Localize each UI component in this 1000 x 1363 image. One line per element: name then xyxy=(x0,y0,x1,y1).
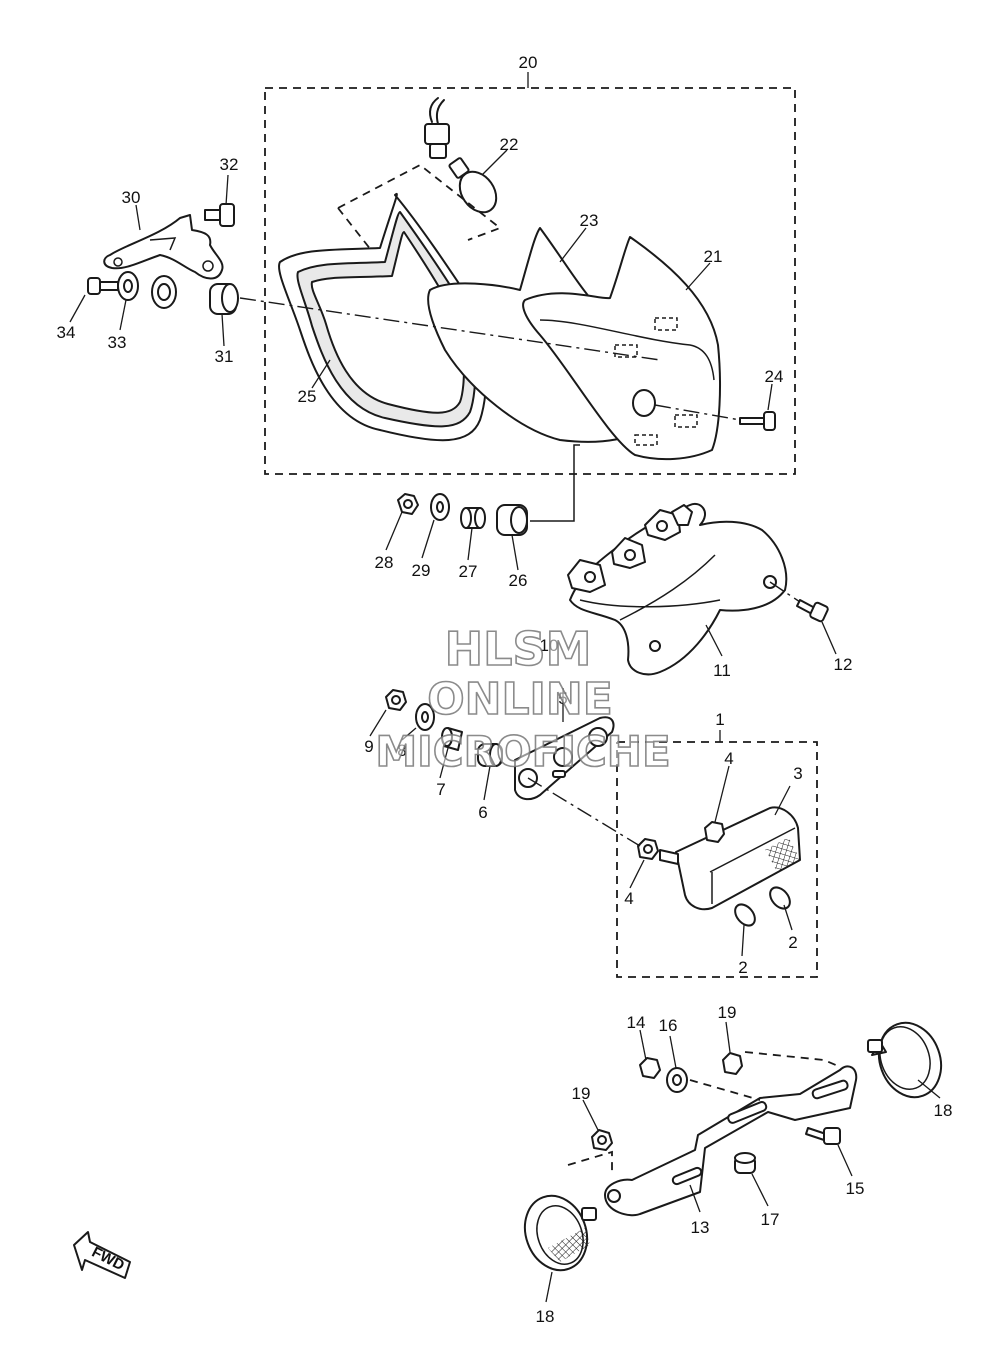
callout-25: 25 xyxy=(298,387,317,406)
fwd-arrow-icon: FWD xyxy=(73,1231,131,1279)
collar-33b xyxy=(151,275,177,309)
grommet-26 xyxy=(496,504,528,536)
callout-14: 14 xyxy=(627,1013,646,1032)
callout-28: 28 xyxy=(375,553,394,572)
assembly-20-box xyxy=(264,87,796,475)
callout-8: 8 xyxy=(397,741,406,760)
plug-17 xyxy=(734,1152,756,1174)
bulb-2 xyxy=(734,886,791,927)
watermark-line-1: HLSM xyxy=(445,622,592,676)
callout-19-left: 19 xyxy=(572,1084,591,1103)
callout-32: 32 xyxy=(220,155,239,174)
callout-10: 10 xyxy=(540,636,559,655)
callout-9: 9 xyxy=(364,737,373,756)
callout-27: 27 xyxy=(459,562,478,581)
callout-18-left: 18 xyxy=(536,1307,555,1326)
callout-21: 21 xyxy=(704,247,723,266)
washer-29 xyxy=(430,493,450,521)
grommet-31 xyxy=(209,283,239,315)
callout-16: 16 xyxy=(659,1016,678,1035)
callout-labels: 20 22 32 30 23 21 34 33 31 24 25 28 29 2… xyxy=(57,53,953,1326)
callout-17: 17 xyxy=(761,1210,780,1229)
nut-19-left xyxy=(591,1129,613,1151)
watermark-line-2: ONLINE xyxy=(427,674,613,725)
callout-6: 6 xyxy=(478,803,487,822)
callout-2-right: 2 xyxy=(788,933,797,952)
callout-30: 30 xyxy=(122,188,141,207)
leader-lines xyxy=(69,149,941,1303)
callout-15: 15 xyxy=(846,1179,865,1198)
bolt-32 xyxy=(204,203,235,227)
collar-7 xyxy=(441,727,463,751)
nut-19-top xyxy=(722,1052,743,1075)
nut-28 xyxy=(397,493,419,515)
callout-23: 23 xyxy=(580,211,599,230)
callout-4-bottom: 4 xyxy=(624,889,633,908)
callout-33: 33 xyxy=(108,333,127,352)
callout-4-top: 4 xyxy=(724,749,733,768)
callout-12: 12 xyxy=(834,655,853,674)
callout-20: 20 xyxy=(519,53,538,72)
callout-24: 24 xyxy=(765,367,784,386)
assembly-1-box xyxy=(616,741,818,978)
callout-1: 1 xyxy=(715,710,724,729)
washer-16 xyxy=(666,1067,688,1093)
callout-34: 34 xyxy=(57,323,76,342)
rear-cover-11 xyxy=(567,502,788,676)
callout-26: 26 xyxy=(509,571,528,590)
callout-5: 5 xyxy=(558,689,567,708)
callout-29: 29 xyxy=(412,561,431,580)
nut-4 xyxy=(637,821,725,860)
callout-18-right: 18 xyxy=(934,1101,953,1120)
bolt-15 xyxy=(805,1127,841,1145)
bracket-30 xyxy=(103,214,224,280)
watermark-line-3: MICROFICHE xyxy=(375,727,670,776)
callout-3: 3 xyxy=(793,764,802,783)
callout-13: 13 xyxy=(691,1218,710,1237)
washer-33 xyxy=(117,271,139,301)
reflector-18-right xyxy=(867,1021,943,1099)
nut-14 xyxy=(639,1057,661,1079)
bracket-13 xyxy=(604,1065,858,1217)
bulb-socket xyxy=(424,97,450,159)
watermark: HLSM ONLINE MICROFICHE xyxy=(375,621,672,777)
callout-31: 31 xyxy=(215,347,234,366)
screw-12 xyxy=(796,599,829,623)
tail-housing-21 xyxy=(522,236,721,461)
callout-2-bottom: 2 xyxy=(738,958,747,977)
bulb-22 xyxy=(448,157,498,214)
bolt-34 xyxy=(87,277,119,295)
nut-9 xyxy=(385,689,407,711)
license-lamp-3 xyxy=(659,806,801,911)
callout-11: 11 xyxy=(713,661,731,680)
collar-27 xyxy=(460,507,486,529)
reflector-18-left xyxy=(523,1194,597,1272)
washer-8 xyxy=(415,703,435,731)
callout-19-top: 19 xyxy=(718,1003,737,1022)
callout-22: 22 xyxy=(500,135,519,154)
callout-7: 7 xyxy=(436,780,445,799)
screw-24 xyxy=(739,411,776,431)
plate-5 xyxy=(514,716,615,801)
